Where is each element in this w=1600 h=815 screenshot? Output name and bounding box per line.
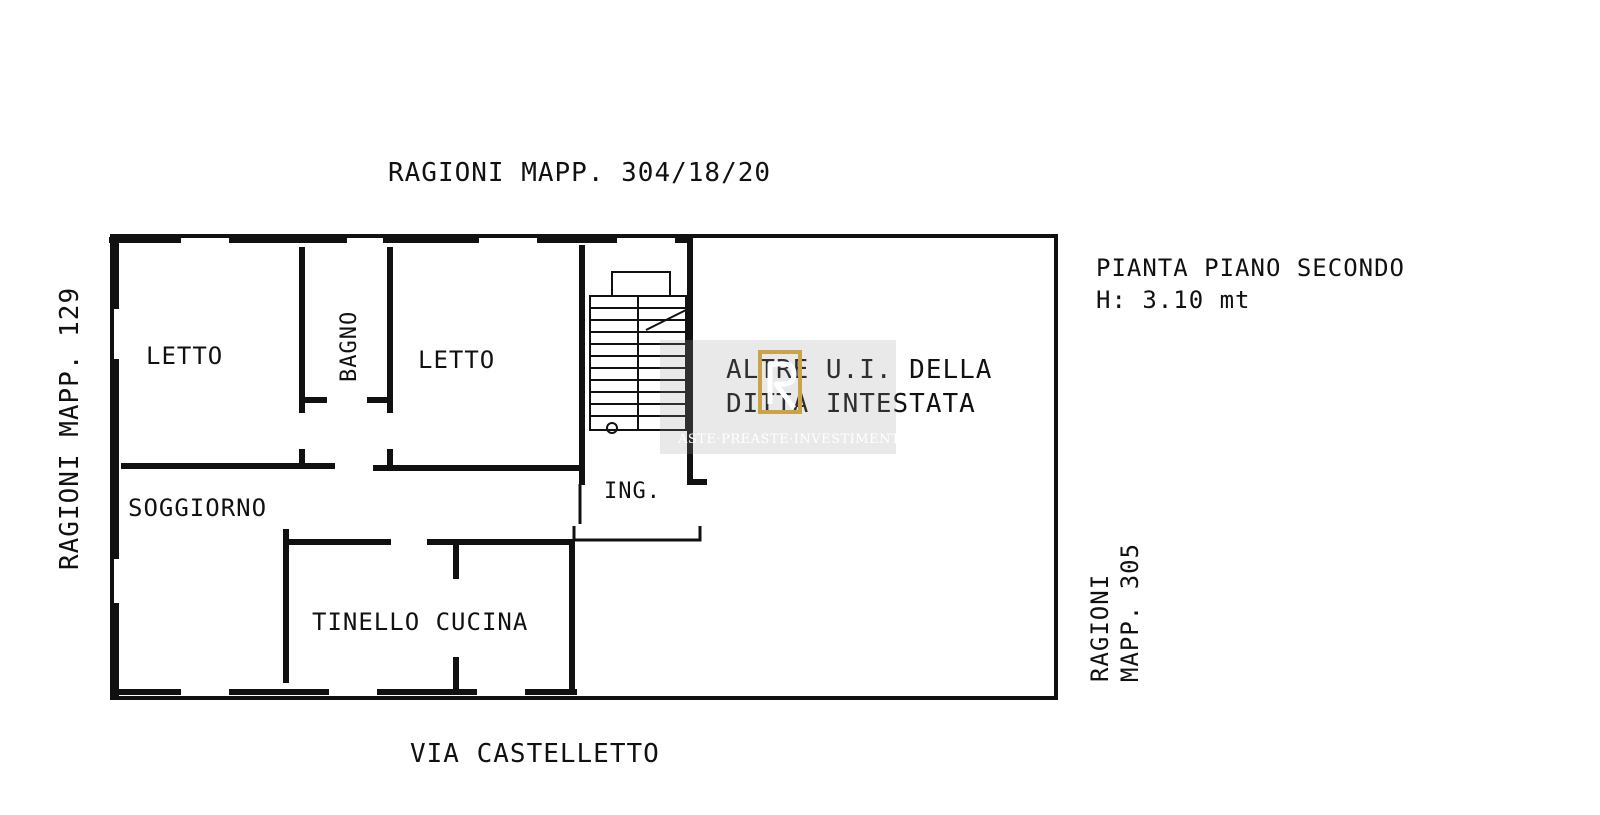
room-bagno: BAGNO [337,311,362,382]
plan-height: H: 3.10 mt [1096,286,1251,314]
room-letto-left: LETTO [146,342,223,370]
room-letto-right: LETTO [418,346,495,374]
boundary-top-label: RAGIONI MAPP. 304/18/20 [388,158,771,188]
watermark-box [660,340,896,454]
staircase [589,271,687,434]
room-ingresso: ING. [604,479,661,504]
watermark-logo-icon [758,350,802,414]
room-soggiorno: SOGGIORNO [128,494,267,522]
boundary-bottom-label: VIA CASTELLETTO [410,739,660,769]
boundary-right-label-line1: RAGIONI [1086,574,1114,682]
plan-title: PIANTA PIANO SECONDO [1096,254,1405,282]
apartment-walls [109,237,707,699]
boundary-left-label: RAGIONI MAPP. 129 [55,287,85,570]
building-outline [110,234,1058,700]
room-tinello-cucina: TINELLO CUCINA [312,608,528,636]
boundary-right-label-line2: MAPP. 305 [1116,543,1144,682]
watermark: ASTE·PREASTE·INVESTIMENTI [660,340,906,454]
watermark-text: ASTE·PREASTE·INVESTIMENTI [677,432,906,447]
